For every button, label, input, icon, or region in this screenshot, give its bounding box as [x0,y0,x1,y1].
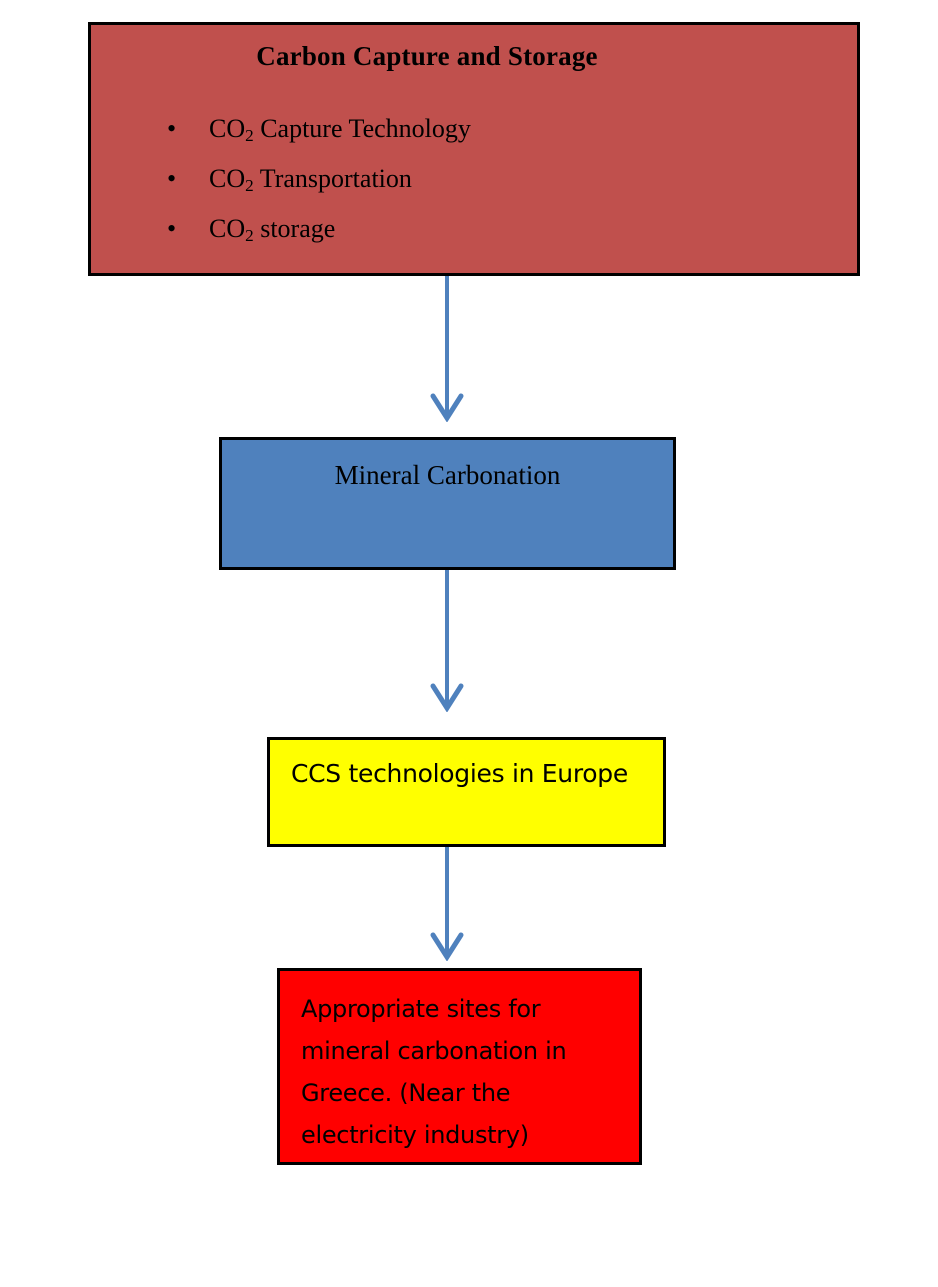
node-europe-label: CCS technologies in Europe [291,759,628,788]
bullet-text-post: Transportation [253,163,412,193]
bullet-text-pre: CO [209,163,246,193]
node-carbon-capture-and-storage[interactable]: Carbon Capture and Storage •CO2 Capture … [88,22,860,276]
list-item: • CO2 storage [151,207,471,257]
bullet-text-post: storage [253,213,336,243]
bullet-text-pre: CO [209,213,246,243]
bullet-text-sub: 2 [245,175,254,195]
node-ccs-bullet-list: •CO2 Capture Technology •CO2 Transportat… [151,107,471,256]
arrow-mineral-to-europe [430,570,464,712]
list-item: • CO2 Transportation [151,157,471,207]
bullet-text-pre: CO [209,114,246,143]
arrow-ccs-to-mineral [430,276,464,422]
list-item: • CO2 Capture Technology [151,107,471,157]
bullet-text-post: Capture Technology [253,114,471,143]
bullet-marker-icon: • [167,114,177,143]
bullet-marker-icon: • [167,163,177,193]
node-ccs-technologies-in-europe[interactable]: CCS technologies in Europe [267,737,666,847]
bullet-text-sub: 2 [245,225,254,245]
arrow-europe-to-sites [430,847,464,961]
node-appropriate-sites-greece[interactable]: Appropriate sites for mineral carbonatio… [277,968,642,1165]
node-ccs-heading: Carbon Capture and Storage [256,41,598,71]
bullet-marker-icon: • [167,213,177,243]
node-mineral-label: Mineral Carbonation [334,460,561,490]
node-sites-label: Appropriate sites for mineral carbonatio… [301,995,567,1149]
node-mineral-carbonation[interactable]: Mineral Carbonation [219,437,676,570]
bullet-text-sub: 2 [245,125,254,145]
